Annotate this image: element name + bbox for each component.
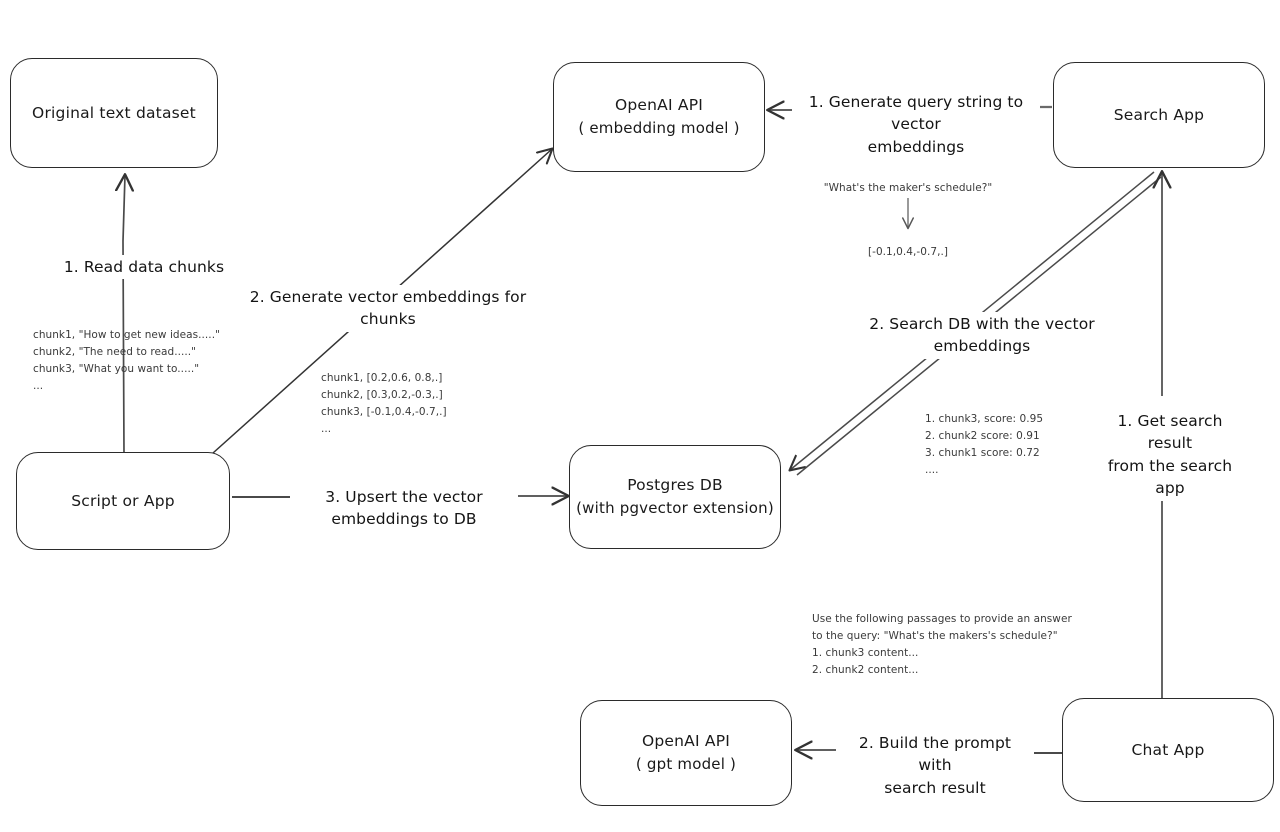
note-search-results: 1. chunk3, score: 0.95 2. chunk2 score: … <box>925 413 1044 476</box>
edge-label-get-search-result: 1. Get search result from the search app <box>1088 409 1252 501</box>
node-search-app[interactable]: Search App <box>1053 62 1265 168</box>
edge-label-read-data-chunks: 1. Read data chunks <box>48 255 240 280</box>
node-label: Original text dataset <box>32 103 196 122</box>
node-label: Search App <box>1113 105 1205 124</box>
edge-label-search-db: 2. Search DB with the vector embeddings <box>820 312 1144 359</box>
note-prompt-text: Use the following passages to provide an… <box>812 613 1072 676</box>
node-chat-app[interactable]: Chat App <box>1062 698 1274 802</box>
note-source-chunks: chunk1, "How to get new ideas....." chun… <box>33 329 220 392</box>
edge-label-build-prompt: 2. Build the prompt with search result <box>836 731 1034 801</box>
node-script-or-app[interactable]: Script or App <box>16 452 230 550</box>
node-label: Chat App <box>1131 740 1205 759</box>
node-label-line1: OpenAI API <box>614 96 704 115</box>
node-label-line2: ( embedding model ) <box>578 119 740 138</box>
node-postgres-db[interactable]: Postgres DB (with pgvector extension) <box>569 445 781 549</box>
edge-read-data-chunks <box>123 175 125 456</box>
node-openai-api-embedding-model[interactable]: OpenAI API ( embedding model ) <box>553 62 765 172</box>
node-label: Script or App <box>71 491 175 510</box>
note-query-string: "What's the maker's schedule?" <box>823 182 993 194</box>
note-query-vector: [-0.1,0.4,-0.7,.] <box>867 246 949 258</box>
node-openai-api-gpt-model[interactable]: OpenAI API ( gpt model ) <box>580 700 792 806</box>
note-chunk-embeddings: chunk1, [0.2,0.6, 0.8,.] chunk2, [0.3,0.… <box>321 372 447 435</box>
node-label-line1: Postgres DB <box>627 476 723 495</box>
node-label-line2: (with pgvector extension) <box>576 499 774 518</box>
edge-label-generate-vector-embeddings: 2. Generate vector embeddings for chunks <box>232 285 544 332</box>
edge-label-upsert-to-db: 3. Upsert the vector embeddings to DB <box>290 485 518 532</box>
node-original-text-dataset[interactable]: Original text dataset <box>10 58 218 168</box>
edge-label-generate-query-string: 1. Generate query string to vector embed… <box>792 90 1040 160</box>
node-label-line2: ( gpt model ) <box>635 755 737 774</box>
node-label-line1: OpenAI API <box>641 732 731 751</box>
